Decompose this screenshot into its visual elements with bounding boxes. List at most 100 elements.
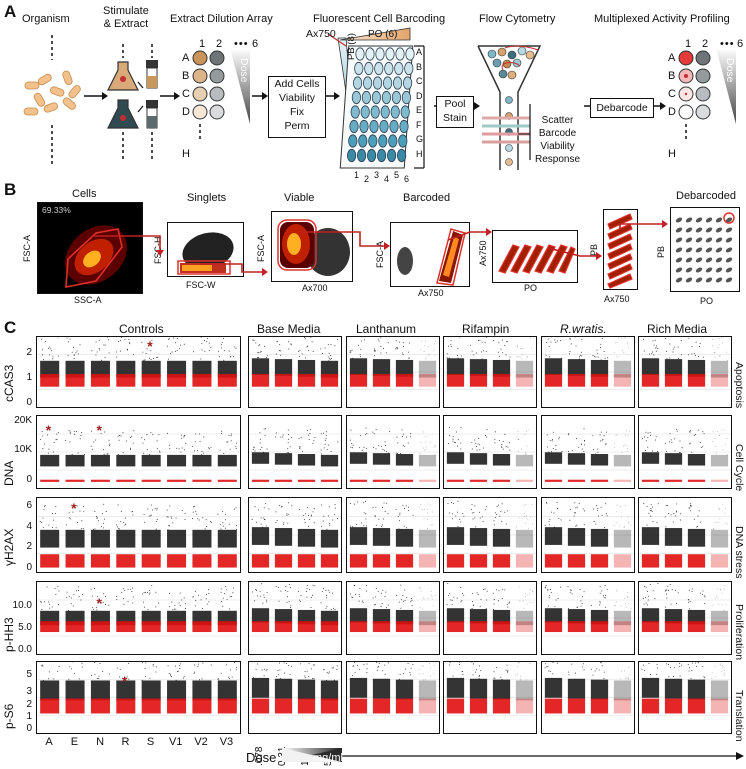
red-cell-band: [418, 621, 437, 633]
debarcode-cluster: [715, 277, 723, 283]
gate-plot-cells: [37, 202, 143, 294]
debarcode-cluster: [685, 247, 693, 253]
red-cell-band: [141, 374, 161, 387]
black-cell-band: [192, 529, 212, 548]
red-cell-band: [664, 374, 683, 387]
gate-plot-debarcoded: [670, 207, 740, 292]
red-cell-band: [687, 698, 706, 714]
red-cell-band: [641, 554, 660, 568]
red-cell-band: [116, 621, 136, 633]
black-cell-band: [515, 610, 534, 626]
black-cell-band: [192, 454, 212, 467]
red-cell-band: [217, 698, 237, 714]
red-cell-band: [710, 374, 729, 387]
panel-b-letter: B: [4, 180, 17, 199]
debarcode-cluster: [725, 237, 733, 243]
debarcode-cluster: [675, 217, 683, 223]
debarcode-cluster: [725, 267, 733, 273]
dose-unit: mg/ml: [313, 752, 343, 764]
red-cell-band: [687, 554, 706, 568]
plate-well: [368, 134, 378, 148]
facet-panel: [36, 415, 241, 489]
tick-ps6-2: 2: [26, 699, 32, 710]
gate-title-viable: Viable: [284, 192, 315, 204]
debarcode-cluster: [685, 257, 693, 263]
red-cell-band: [544, 554, 563, 568]
black-cell-band: [446, 608, 465, 623]
black-cell-band: [297, 359, 316, 377]
plate-well: [381, 90, 391, 105]
black-cell-band: [65, 529, 85, 548]
red-cell-band: [274, 374, 293, 387]
plate-well: [346, 148, 357, 163]
facet-panel: [36, 336, 241, 408]
black-cell-band: [418, 360, 437, 378]
plate-well: [375, 47, 385, 61]
red-cell-band: [141, 698, 161, 714]
red-cell-band: [167, 698, 187, 714]
gate-barcoded-xlab: Ax750: [418, 288, 444, 298]
black-cell-band: [687, 609, 706, 625]
facet-panel: [638, 581, 732, 655]
plate-well: [348, 134, 358, 148]
facet-panel: [541, 336, 635, 408]
red-cell-band: [687, 374, 706, 387]
black-cell-band: [192, 680, 212, 701]
black-cell-band: [567, 678, 586, 699]
red-cell-band: [192, 374, 212, 387]
facet-panel: [638, 336, 732, 408]
debarcode-cluster: [725, 277, 733, 283]
debarcode-cluster: [675, 277, 683, 283]
black-cell-band: [492, 528, 511, 547]
red-cell-band: [710, 479, 729, 482]
plate-well: [358, 134, 368, 148]
tick-ps6-3: 3: [26, 686, 32, 697]
plate-well: [385, 47, 395, 61]
red-cell-band: [567, 698, 586, 714]
red-cell-band: [515, 554, 534, 568]
black-cell-band: [395, 679, 414, 700]
black-cell-band: [167, 529, 187, 548]
black-cell-band: [217, 454, 237, 467]
red-cell-band: [349, 554, 368, 568]
black-cell-band: [492, 679, 511, 700]
significance-star: *: [96, 595, 102, 612]
control-xlabel: V2: [194, 736, 208, 748]
black-cell-band: [372, 678, 391, 699]
plate-well: [360, 105, 370, 119]
red-cell-band: [492, 374, 511, 387]
plate-well: [370, 105, 380, 119]
step-stimulate: Stimulate & Extract: [103, 5, 149, 30]
red-cell-band: [515, 621, 534, 633]
plate-well: [388, 134, 398, 148]
black-cell-band: [320, 680, 339, 701]
plate-well: [390, 105, 400, 119]
add-cells-box: Add Cells Viability Fix Perm: [268, 76, 326, 138]
black-cell-band: [251, 527, 270, 545]
plate-row-label: E: [416, 105, 423, 115]
gate-plot-barcoded: [390, 222, 470, 287]
dil-row-h: H: [182, 148, 190, 160]
black-cell-band: [664, 453, 683, 465]
black-cell-band: [395, 609, 414, 625]
plate-well: [404, 61, 414, 76]
tick-ccas3-2: 2: [26, 347, 32, 358]
plate-col-label: 2: [364, 174, 370, 184]
red-cell-band: [251, 479, 270, 482]
plate-well: [376, 148, 387, 163]
tick-phh3-0: 0.0: [18, 644, 32, 655]
gate-debarcoded-xlab: PO: [700, 296, 714, 306]
red-cell-band: [40, 479, 60, 482]
red-cell-band: [372, 479, 391, 482]
black-cell-band: [544, 452, 563, 464]
red-cell-band: [167, 554, 187, 568]
debarcode-cluster: [725, 217, 733, 223]
black-cell-band: [90, 454, 110, 467]
red-cell-band: [297, 698, 316, 714]
red-cell-band: [167, 479, 187, 482]
debarcode-cluster: [715, 227, 723, 233]
debarcode-cluster: [705, 247, 713, 253]
plate-row-label: C: [416, 76, 423, 86]
debarcode-cluster: [705, 277, 713, 283]
pool-line: Pool: [444, 98, 466, 110]
